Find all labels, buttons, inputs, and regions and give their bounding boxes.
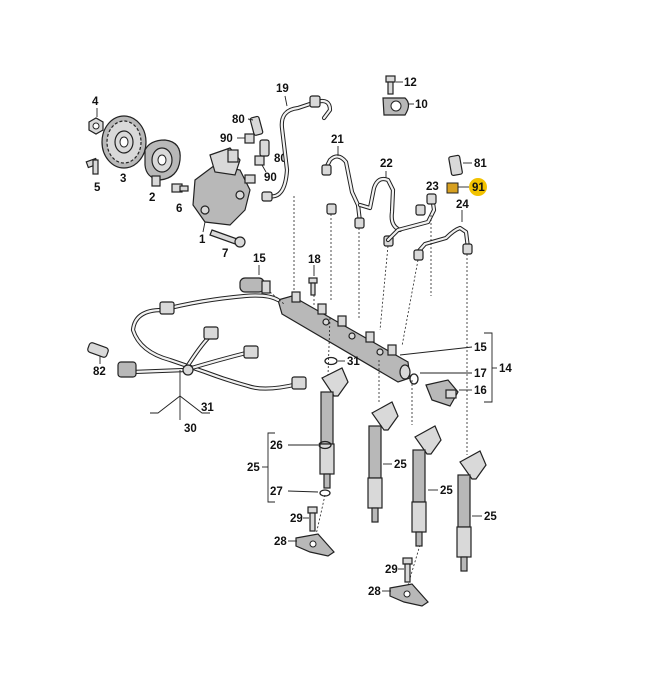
label-91: 91 [472,182,485,194]
part-6-nut [171,183,189,193]
label-14: 14 [499,363,512,375]
part-25-injector-1 [319,367,349,489]
part-30-return-hose [117,293,307,391]
part-91-nut-highlighted [446,182,459,194]
part-90-nut-a [244,133,255,144]
label-12: 12 [404,77,417,89]
part-3-sprocket [101,115,147,169]
part-24-hp-line [413,225,473,261]
label-22: 22 [380,158,393,170]
part-12-bolt [385,75,396,95]
part-28-clamp-a [295,533,335,557]
part-29-bolt-b [402,557,413,583]
part-80-sleeve-a [249,115,264,136]
part-1-high-pressure-pump [192,147,256,233]
part-7-bolt [209,229,246,248]
part-81-sleeve [448,154,463,176]
part-25-injector-2 [367,401,399,523]
part-82-hose-sleeve [87,342,109,358]
label-4: 4 [92,96,99,108]
label-15-b: 15 [474,342,487,354]
label-90-a: 90 [220,133,233,145]
label-90-b: 90 [264,172,277,184]
part-29-bolt-a [307,506,318,532]
label-25-b: 25 [394,459,407,471]
part-15-pressure-sensor [239,277,271,294]
label-23: 23 [426,181,439,193]
label-82: 82 [93,366,106,378]
label-3: 3 [120,173,126,185]
label-25-d: 25 [484,511,497,523]
label-27: 27 [270,486,283,498]
fuel-rail [277,291,411,383]
label-6: 6 [176,203,182,215]
part-25-injector-3 [411,425,442,547]
part-5-bolt [85,157,99,175]
label-25-c: 25 [440,485,453,497]
label-29-a: 29 [290,513,303,525]
assembly-lines [269,196,468,586]
label-31-b: 31 [201,402,214,414]
part-4-nut [88,108,104,135]
label-16: 16 [474,385,487,397]
part-21-hp-line [321,154,365,229]
part-28-clamp-b [389,583,429,607]
part-19-hp-pipe [261,95,333,202]
part-25-injector-4 [456,450,487,572]
label-25-a: 25 [247,462,260,474]
label-7: 7 [222,248,228,260]
part-27-seal-washer [319,489,331,497]
label-2: 2 [149,192,155,204]
label-10: 10 [415,99,428,111]
label-28-a: 28 [274,536,287,548]
label-24: 24 [456,199,469,211]
label-81: 81 [474,158,487,170]
label-29-b: 29 [385,564,398,576]
label-28-b: 28 [368,586,381,598]
label-19: 19 [276,83,289,95]
label-31-a: 31 [347,356,360,368]
part-26-o-ring [318,440,332,450]
part-2-hub [144,139,181,187]
label-91-highlight: 91 [469,178,487,196]
part-90-nut-b [254,155,265,166]
label-30: 30 [184,423,197,435]
label-5: 5 [94,182,101,194]
part-31-seal-ring [324,356,338,366]
label-80-a: 80 [232,114,245,126]
part-22-hp-line [357,176,403,247]
label-26: 26 [270,440,283,452]
label-1: 1 [199,234,206,246]
part-10-clamp [382,97,410,116]
label-21: 21 [331,134,344,146]
part-17-o-ring [409,373,419,385]
label-15-a: 15 [253,253,266,265]
part-16-pressure-valve [425,379,459,407]
part-80-sleeve-b [259,139,270,157]
label-17: 17 [474,368,487,380]
part-18-bolt [308,277,318,296]
label-18: 18 [308,254,321,266]
part-23-hp-line [385,193,437,243]
